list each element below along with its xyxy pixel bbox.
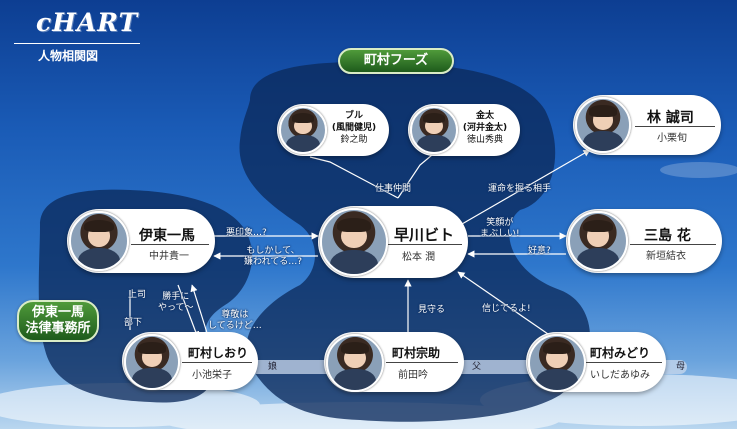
label-believe-in-you: 信じてるよ! bbox=[482, 304, 531, 314]
hayakawa-name: 早川ビト bbox=[394, 226, 455, 244]
label-crush: 好意? bbox=[528, 246, 551, 256]
mishima-photo bbox=[568, 211, 628, 271]
shiori-photo bbox=[124, 334, 180, 390]
kinta-name: 金太 bbox=[475, 111, 494, 121]
label-suspicious: もしかして、 嫌われてる…? bbox=[244, 246, 302, 268]
ito-name: 伊東一馬 bbox=[139, 228, 195, 244]
buru-name-detail: (風間健児) bbox=[331, 123, 377, 133]
kinta-actor: 徳山秀典 bbox=[466, 135, 503, 145]
ito-actor: 中井貴一 bbox=[149, 251, 189, 262]
label-on-a-whim: 勝手に やって〜 bbox=[158, 292, 194, 314]
kinta-name-detail: (河井金太) bbox=[462, 123, 508, 133]
group-tag-machimura-foods: 町村フーズ bbox=[338, 48, 454, 74]
buru-name: ブル bbox=[344, 111, 363, 121]
group-tag-line2: 法律事務所 bbox=[25, 321, 91, 336]
midori-photo bbox=[528, 334, 586, 392]
label-subordinate: 部下 bbox=[124, 318, 143, 328]
label-bad-impression: 悪印象…? bbox=[226, 228, 267, 238]
label-dazzling-smile: 笑顔が まぶしい! bbox=[480, 218, 520, 240]
label-on-a-whim-line1: 勝手に bbox=[162, 292, 190, 302]
kinta-photo bbox=[410, 106, 458, 154]
label-dazzling-smile-line2: まぶしい! bbox=[480, 229, 520, 239]
shiori-actor: 小池栄子 bbox=[192, 370, 232, 381]
logo-underline bbox=[14, 43, 140, 44]
rin-photo bbox=[575, 97, 631, 153]
chart-subtitle: 人物相関図 bbox=[38, 49, 99, 63]
label-suspicious-line2: 嫌われてる…? bbox=[244, 257, 303, 267]
hayakawa-photo bbox=[320, 208, 388, 276]
midori-name: 町村みどり bbox=[590, 346, 651, 360]
label-watching-over: 見守る bbox=[418, 305, 446, 315]
mishima-actor: 新垣結衣 bbox=[646, 251, 686, 262]
sosuke-actor: 前田吟 bbox=[398, 370, 428, 381]
label-coworkers: 仕事仲間 bbox=[375, 184, 412, 194]
label-suspicious-line1: もしかして、 bbox=[246, 246, 300, 256]
label-boss: 上司 bbox=[128, 290, 147, 300]
mishima-name: 三島 花 bbox=[644, 228, 691, 244]
chart-logo: cHART bbox=[36, 8, 139, 37]
label-fate-holder: 運命を握る相手 bbox=[488, 184, 552, 194]
person-card-sosuke[interactable]: 町村宗助 前田吟 bbox=[324, 332, 464, 392]
sosuke-photo bbox=[326, 334, 384, 392]
label-father: 父 bbox=[472, 362, 482, 372]
person-card-ito[interactable]: 伊東一馬 中井貴一 bbox=[67, 209, 215, 273]
buru-photo bbox=[279, 106, 327, 154]
person-card-rin[interactable]: 林 誠司 小栗旬 bbox=[573, 95, 721, 155]
person-card-buru[interactable]: ブル (風間健児) 鈴之助 bbox=[277, 104, 389, 156]
label-respect-line1: 尊敬は bbox=[221, 310, 249, 320]
label-on-a-whim-line2: やって〜 bbox=[158, 303, 194, 313]
group-tag-line1: 伊東一馬 bbox=[31, 305, 84, 320]
person-card-shiori[interactable]: 町村しおり 小池栄子 bbox=[122, 332, 258, 390]
label-mother: 母 bbox=[676, 362, 686, 372]
buru-actor: 鈴之助 bbox=[340, 135, 368, 145]
person-card-midori[interactable]: 町村みどり いしだあゆみ bbox=[526, 332, 666, 392]
shiori-name: 町村しおり bbox=[188, 346, 249, 360]
person-card-hayakawa[interactable]: 早川ビト 松本 潤 bbox=[318, 206, 468, 278]
person-card-mishima[interactable]: 三島 花 新垣結衣 bbox=[566, 209, 722, 273]
rin-actor: 小栗旬 bbox=[657, 133, 687, 144]
person-card-kinta[interactable]: 金太 (河井金太) 徳山秀典 bbox=[408, 104, 520, 156]
label-respect: 尊敬は してるけど… bbox=[208, 310, 262, 332]
group-tag-ito-law-office: 伊東一馬 法律事務所 bbox=[17, 300, 99, 342]
label-dazzling-smile-line1: 笑顔が bbox=[486, 218, 514, 228]
hayakawa-actor: 松本 潤 bbox=[402, 252, 436, 263]
ito-photo bbox=[69, 211, 129, 271]
rin-name: 林 誠司 bbox=[647, 110, 694, 126]
label-daughter: 娘 bbox=[268, 362, 278, 372]
label-respect-line2: してるけど… bbox=[208, 321, 262, 331]
midori-actor: いしだあゆみ bbox=[590, 370, 650, 381]
sosuke-name: 町村宗助 bbox=[392, 346, 441, 360]
